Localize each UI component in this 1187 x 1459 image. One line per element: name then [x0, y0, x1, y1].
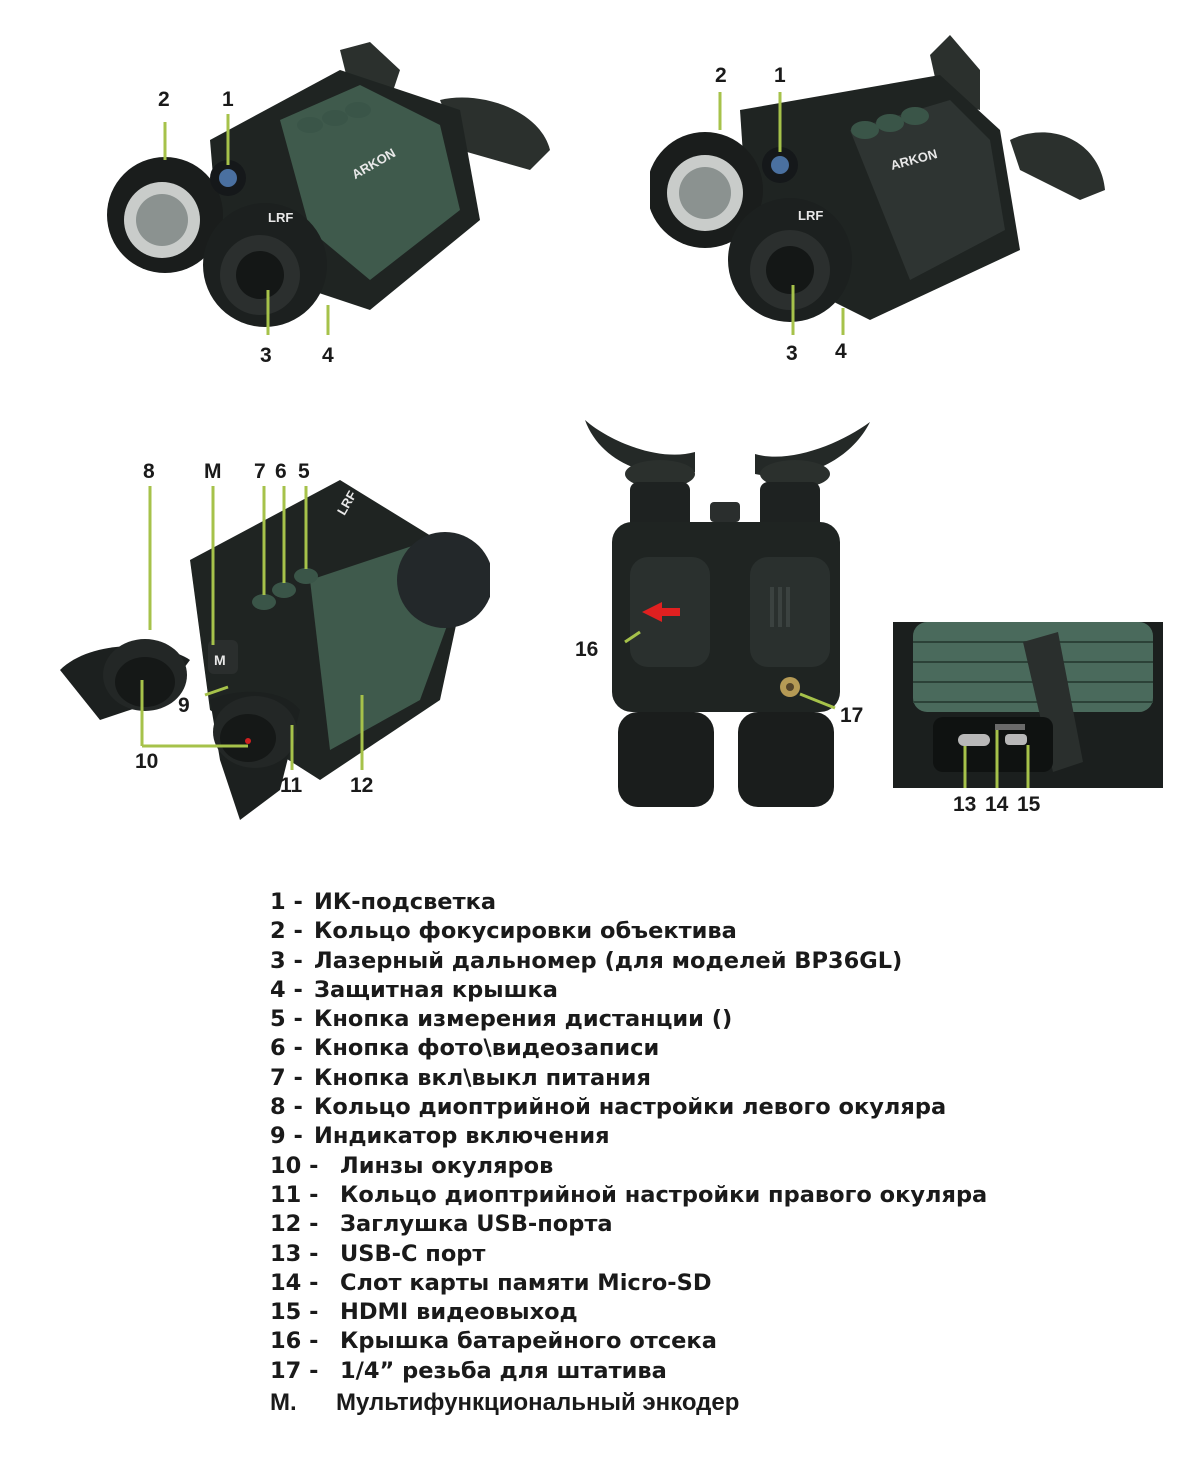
- legend-item-1: 1 -ИК-подсветка: [270, 889, 497, 915]
- legend-item-5: 5 -Кнопка измерения дистанции (): [270, 1006, 733, 1033]
- callout-11: 11: [280, 774, 303, 797]
- eyepiece-lens-left: [115, 657, 175, 707]
- legend-item-4: 4 -Защитная крышка: [270, 976, 558, 1003]
- top-button: [322, 110, 348, 126]
- hdmi-port: [1005, 734, 1027, 745]
- textured-panel: [280, 85, 460, 280]
- rear-view: LRF M 8 M 7 6 5 9 10 11 12: [60, 460, 490, 820]
- objective-right: [738, 712, 834, 807]
- callout-9: 9: [178, 694, 190, 717]
- objective-lens: [397, 532, 490, 628]
- red-arrow-icon: [642, 602, 680, 622]
- legend-item-8: 8 -Кольцо диоптрийной настройки левого о…: [270, 1094, 947, 1121]
- legend-item-12: 12 -Заглушка USB-порта: [270, 1211, 613, 1238]
- callout-3: 3: [260, 344, 272, 367]
- legend-item-11: 11 -Кольцо диоптрийной настройки правого…: [270, 1181, 988, 1208]
- callout-14: 14: [985, 793, 1009, 816]
- eyepiece-right: [760, 482, 820, 532]
- callout-M: M: [204, 460, 222, 483]
- callout-6: 6: [275, 460, 287, 483]
- legend-item-7: 7 -Кнопка вкл\выкл питания: [270, 1064, 651, 1091]
- lrf-label: LRF: [268, 210, 293, 225]
- callout-5: 5: [298, 460, 310, 483]
- callout-8: 8: [143, 460, 155, 483]
- callout-2: 2: [715, 64, 727, 87]
- button-5: [294, 568, 318, 584]
- sd-slot: [995, 724, 1025, 730]
- ports-view: 13 14 15: [893, 622, 1163, 822]
- callout-2: 2: [158, 88, 170, 111]
- callout-1: 1: [774, 64, 786, 87]
- callout-13: 13: [953, 793, 976, 816]
- eyecup-back-right: [1010, 132, 1105, 200]
- callout-15: 15: [1017, 793, 1041, 816]
- usb-c-port: [958, 734, 990, 746]
- legend-item-15: 15 -HDMI видеовыход: [270, 1299, 578, 1326]
- legend-item-6: 6 -Кнопка фото\видеозаписи: [270, 1035, 660, 1062]
- front-view-bp36gl: ARKON LRF 2 1 3 4: [650, 35, 1105, 365]
- top-button: [851, 121, 879, 139]
- legend-item-13: 13 -USB-C порт: [270, 1240, 486, 1267]
- objective-left: [618, 712, 714, 807]
- button-6: [272, 582, 296, 598]
- callout-7: 7: [254, 460, 266, 483]
- encoder-label: M: [214, 652, 226, 668]
- front-view-bp: ARKON LRF 2 1 3 4: [107, 42, 550, 367]
- top-button: [345, 102, 371, 118]
- callout-16: 16: [575, 638, 598, 661]
- callout-10: 10: [135, 750, 158, 773]
- callout-3: 3: [786, 342, 798, 365]
- top-button: [876, 114, 904, 132]
- multifunction-encoder: [208, 640, 238, 674]
- legend-item-10: 10 -Линзы окуляров: [270, 1152, 554, 1179]
- lens-dot: [245, 738, 251, 744]
- callout-4: 4: [835, 340, 847, 363]
- legend-item-14: 14 -Слот карты памяти Micro-SD: [270, 1269, 712, 1296]
- eyepiece-left: [630, 482, 690, 532]
- callout-4: 4: [322, 344, 334, 367]
- lrf-label: LRF: [798, 208, 823, 223]
- legend-item-16: 16 -Крышка батарейного отсека: [270, 1328, 717, 1355]
- side-panel: [850, 100, 1005, 280]
- legend-item-3: 3 -Лазерный дальномер (для моделей BP36G…: [270, 947, 903, 974]
- bottom-view: 16 17: [575, 420, 870, 807]
- legend-item-2: 2 -Кольцо фокусировки объектива: [270, 918, 737, 945]
- callout-17: 17: [840, 704, 863, 727]
- callout-12: 12: [350, 774, 373, 797]
- port-plug: [1023, 632, 1083, 772]
- callout-1: 1: [222, 88, 234, 111]
- legend-item-9: 9 -Индикатор включения: [270, 1123, 610, 1150]
- button-7: [252, 594, 276, 610]
- legend-item-17: 17 -1/4” резьба для штатива: [270, 1357, 667, 1384]
- top-button: [297, 117, 323, 133]
- legend-item-M: M.Мультифункциональный энкодер: [270, 1389, 740, 1417]
- legend: 1 -ИК-подсветка 2 -Кольцо фокусировки об…: [270, 889, 1070, 1418]
- top-button: [901, 107, 929, 125]
